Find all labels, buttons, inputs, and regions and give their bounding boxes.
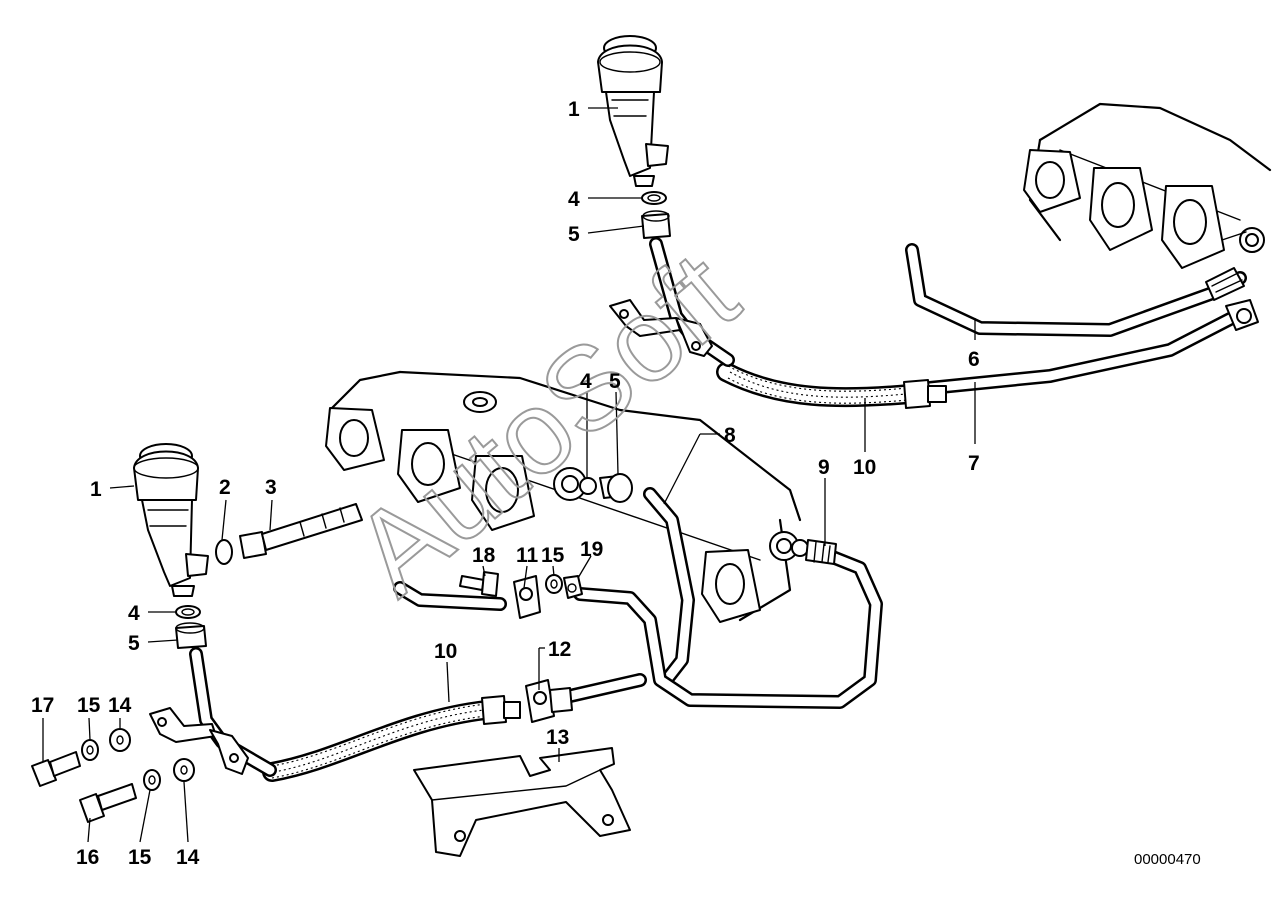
- callout-1-upper: 1: [568, 98, 580, 121]
- callout-19: 19: [580, 538, 603, 561]
- nut-lower: [175, 622, 207, 649]
- braided-hose-upper: [716, 362, 947, 409]
- manifold-port-center: [553, 467, 587, 501]
- callout-5-center: 5: [609, 370, 621, 393]
- callout-7: 7: [968, 452, 980, 475]
- manifold-flange-left-4: [701, 549, 761, 623]
- callout-13: 13: [546, 726, 569, 749]
- callout-12: 12: [548, 638, 571, 661]
- washer-15-left: [81, 739, 99, 761]
- pipe-lower-right: [563, 673, 647, 703]
- callout-5-upper: 5: [568, 223, 580, 246]
- nut-upper: [641, 210, 671, 239]
- manifold-port-top: [463, 391, 497, 413]
- washer-14-lower: [173, 758, 195, 782]
- seal-ring-upper: [641, 191, 667, 205]
- manifold-flange-right-1: [1023, 149, 1081, 213]
- bracket-lower: [149, 707, 249, 775]
- diagram-reference-number: 00000470: [1134, 851, 1201, 868]
- callout-4-lower: 4: [128, 602, 140, 625]
- callout-4-center: 4: [580, 370, 592, 393]
- manifold-flange-left-2: [397, 429, 461, 503]
- manifold-flange-right-3: [1161, 185, 1225, 269]
- callout-14-left: 14: [108, 694, 132, 717]
- callout-1-lower: 1: [90, 478, 102, 501]
- callout-15-center: 15: [541, 544, 565, 567]
- callout-18: 18: [472, 544, 496, 567]
- manifold-flange-left-3: [471, 455, 535, 531]
- clamp-11: [513, 575, 541, 619]
- manifold-port-right: [1221, 227, 1265, 253]
- callout-17: 17: [31, 694, 54, 717]
- pipe-8: [643, 487, 695, 685]
- seal-ring-2: [215, 539, 233, 565]
- callout-10-upper: 10: [853, 456, 876, 479]
- washer-15-center: [545, 574, 563, 594]
- connector-pipe-3: [239, 503, 363, 559]
- clamp-12: [525, 679, 573, 723]
- callout-5-lower: 5: [128, 632, 140, 655]
- pressure-damper-upper: [597, 35, 669, 187]
- callout-14-lower: 14: [176, 846, 200, 869]
- callout-10-lower: 10: [434, 640, 457, 663]
- callout-2: 2: [219, 476, 231, 499]
- bolt-18: [459, 571, 499, 597]
- left-exhaust-manifold: [325, 370, 802, 623]
- heat-shield-13: [413, 747, 631, 857]
- callout-15-left: 15: [77, 694, 101, 717]
- bolt-17: [31, 751, 81, 787]
- washer-14-left: [109, 728, 131, 752]
- right-exhaust-manifold: [1023, 102, 1272, 269]
- seal-ring-lower: [175, 605, 201, 619]
- callout-11: 11: [516, 544, 539, 567]
- banjo-fitting-center: [579, 473, 633, 503]
- nut-19: [563, 575, 583, 599]
- callout-4-upper: 4: [568, 188, 580, 211]
- braided-hose-lower: [262, 695, 521, 782]
- fitting-9: [791, 539, 837, 565]
- pipe-9: [573, 545, 883, 709]
- pipe-7: [923, 299, 1259, 395]
- washer-15-lower: [143, 769, 161, 791]
- callout-8: 8: [724, 424, 736, 447]
- bracket-upper: [609, 299, 713, 357]
- pipe-lower-left: [393, 581, 507, 611]
- manifold-flange-right-2: [1089, 167, 1153, 251]
- callout-16: 16: [76, 846, 99, 869]
- bolt-16: [79, 783, 137, 823]
- callout-6: 6: [968, 348, 980, 371]
- pressure-damper-lower: [133, 443, 209, 597]
- callout-labels: 1 4 5 1 2 3 4 5 4 5 8 9 6 7 10 18 11 15 …: [31, 98, 980, 869]
- callout-15-lower: 15: [128, 846, 152, 869]
- leader-lines: [42, 107, 976, 843]
- callout-3: 3: [265, 476, 277, 499]
- manifold-flange-left-1: [325, 407, 385, 471]
- pipe-6: [905, 243, 1247, 337]
- callout-9: 9: [818, 456, 830, 479]
